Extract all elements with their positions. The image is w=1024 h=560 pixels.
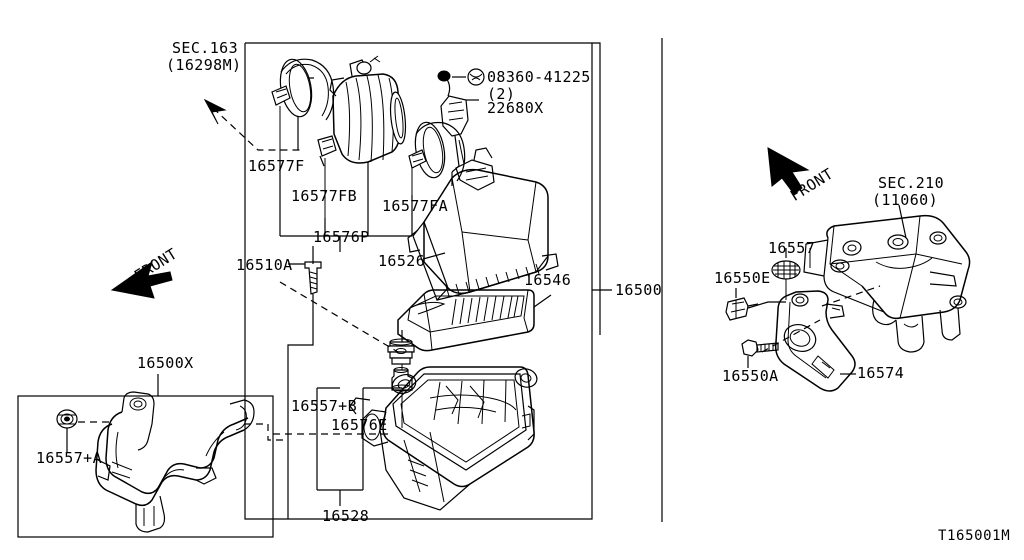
callout-16557b: 16557+B	[291, 397, 358, 415]
front-arrow-left	[110, 260, 173, 299]
inlet-duct-16500x-art	[56, 374, 288, 533]
clamp-16577fb-art	[317, 135, 337, 218]
callout-16550a: 16550A	[722, 367, 779, 385]
sensor-screw-icon-art	[452, 68, 485, 86]
callout-22680x: 22680X	[487, 99, 544, 117]
maf-sensor-22680x-art	[437, 70, 469, 186]
hose-callout-brackets	[279, 160, 413, 252]
callout-16577f: 16577F	[248, 157, 305, 175]
callout-16526: 16526	[378, 252, 426, 270]
frame-lines	[17, 38, 663, 538]
callout-16550e: 16550E	[714, 269, 771, 287]
inlet-duct-inset-box	[17, 395, 274, 538]
callout-16576p: 16576P	[313, 228, 370, 246]
sec-210-line1: SEC.210	[878, 174, 945, 192]
duct-hose-16576p-art	[329, 55, 407, 218]
sec-210-line2: (11060)	[872, 191, 939, 209]
screw-16510a-art	[288, 261, 322, 295]
callout-16528: 16528	[322, 507, 370, 525]
bolt-16550a-art	[741, 339, 779, 368]
sec-163-line2: (16298M)	[166, 56, 242, 74]
callout-16500: 16500	[615, 281, 663, 299]
callout-screw-qty: (2)	[487, 85, 516, 103]
callout-16500x: 16500X	[137, 354, 194, 372]
bracket-16574-art	[774, 290, 856, 392]
clamp-16577fa-art	[408, 121, 466, 195]
callout-08360-41225: 08360-41225	[487, 68, 591, 86]
callout-16576e: 16576E	[331, 416, 388, 434]
callout-16577fa: 16577FA	[382, 197, 449, 215]
callout-16577fb: 16577FB	[291, 187, 358, 205]
sec-163-line1: SEC.163	[172, 39, 239, 57]
case-callout-brackets	[316, 330, 403, 506]
clip-16550e-art	[725, 288, 786, 321]
front-arrow-right	[767, 147, 810, 195]
clamp-16577f-art	[271, 58, 335, 160]
simple-leaders	[422, 99, 612, 308]
callout-16510a: 16510A	[236, 256, 293, 274]
intake-manifold-art	[803, 214, 971, 353]
sec210-leader	[898, 204, 907, 239]
screw-bracket-line	[287, 246, 314, 519]
callout-16546: 16546	[524, 271, 572, 289]
drawing-watermark: T165001M	[938, 528, 1011, 544]
callout-16574: 16574	[857, 364, 905, 382]
main-bracket-box	[244, 42, 601, 335]
grommet-16557-right-art	[771, 248, 801, 300]
assembly-dashed-leaders	[273, 281, 399, 435]
bracket-dashed-leader	[821, 285, 881, 307]
grommet-16557b-art	[387, 338, 415, 365]
air-filter-16546-art	[397, 289, 535, 352]
callout-16557: 16557	[768, 239, 816, 257]
air-cleaner-case-16528-art	[349, 366, 538, 511]
main-bracket-box-2	[244, 43, 593, 520]
callout-16557a: 16557+A	[36, 449, 103, 467]
